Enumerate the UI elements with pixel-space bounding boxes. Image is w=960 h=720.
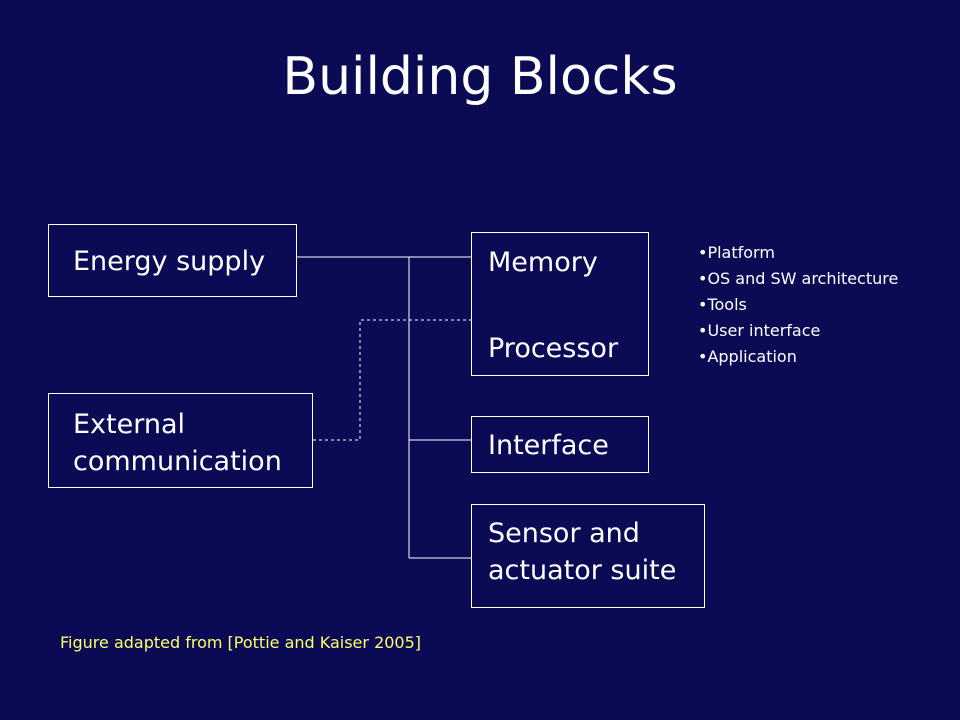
slide-title: Building Blocks — [282, 47, 678, 107]
interface-block: Interface — [471, 416, 649, 473]
memory-processor-block: Memory Processor — [471, 232, 649, 376]
energy-supply-label: Energy supply — [73, 246, 266, 277]
external-communication-block: External communication — [48, 393, 313, 488]
communication-link-dashed — [313, 319, 471, 441]
external-communication-label: External communication — [73, 409, 282, 477]
processor-label: Processor — [488, 333, 619, 364]
sensor-actuator-label: Sensor and actuator suite — [488, 518, 677, 586]
energy-supply-block: Energy supply — [48, 224, 297, 297]
bullet-item: Platform — [698, 240, 898, 266]
bullet-item: Application — [698, 344, 898, 370]
figure-caption: Figure adapted from [Pottie and Kaiser 2… — [60, 633, 422, 652]
memory-label: Memory — [488, 247, 598, 278]
bullet-item: User interface — [698, 318, 898, 344]
interface-label: Interface — [488, 430, 609, 461]
topic-bullet-list: Platform OS and SW architecture Tools Us… — [698, 240, 898, 370]
bullet-item: Tools — [698, 292, 898, 318]
bullet-item: OS and SW architecture — [698, 266, 898, 292]
sensor-actuator-block: Sensor and actuator suite — [471, 504, 705, 608]
